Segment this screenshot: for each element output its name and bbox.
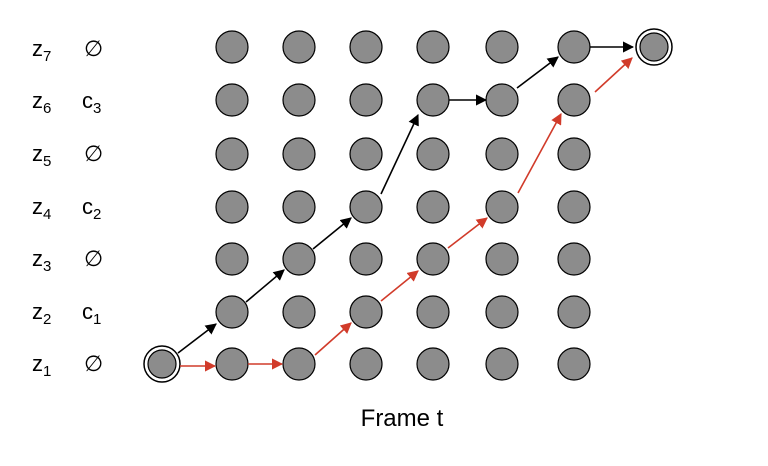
node bbox=[485, 30, 519, 64]
node bbox=[282, 295, 316, 329]
node bbox=[485, 83, 519, 117]
row-label-c-empty-1: ∅ bbox=[84, 351, 103, 376]
node bbox=[485, 347, 519, 381]
node bbox=[215, 83, 249, 117]
node bbox=[557, 137, 591, 171]
node bbox=[349, 83, 383, 117]
node bbox=[282, 83, 316, 117]
node bbox=[485, 295, 519, 329]
row-labels: z7 ∅ z6 c3 z5 ∅ z4 c2 z3 ∅ z2 c1 z1 ∅ bbox=[32, 36, 103, 380]
start-node bbox=[143, 345, 181, 383]
node bbox=[215, 295, 249, 329]
node bbox=[349, 30, 383, 64]
row-label-z2: z2 bbox=[32, 299, 51, 328]
node bbox=[557, 347, 591, 381]
node bbox=[557, 295, 591, 329]
node bbox=[349, 295, 383, 329]
red-arrow bbox=[447, 217, 488, 249]
node bbox=[485, 190, 519, 224]
node bbox=[282, 347, 316, 381]
node bbox=[215, 190, 249, 224]
node bbox=[557, 190, 591, 224]
black-path bbox=[177, 41, 635, 354]
node bbox=[416, 347, 450, 381]
node bbox=[349, 242, 383, 276]
red-arrow bbox=[314, 322, 352, 356]
red-arrow bbox=[594, 57, 633, 93]
row-label-c3: c3 bbox=[82, 88, 101, 117]
node bbox=[349, 347, 383, 381]
node bbox=[416, 83, 450, 117]
node bbox=[282, 137, 316, 171]
black-arrow bbox=[177, 323, 217, 354]
node bbox=[485, 137, 519, 171]
row-label-c-empty-5: ∅ bbox=[84, 141, 103, 166]
node bbox=[215, 30, 249, 64]
axis-label-frame-t: Frame t bbox=[361, 405, 444, 432]
node bbox=[215, 347, 249, 381]
node bbox=[416, 30, 450, 64]
node bbox=[416, 137, 450, 171]
row-label-c-empty-3: ∅ bbox=[84, 246, 103, 271]
row-label-z7: z7 bbox=[32, 36, 51, 65]
row-label-z3: z3 bbox=[32, 246, 51, 275]
red-arrow bbox=[380, 270, 419, 302]
black-arrow bbox=[312, 217, 352, 250]
end-node bbox=[635, 28, 673, 66]
node bbox=[215, 137, 249, 171]
black-arrow bbox=[380, 113, 419, 195]
node bbox=[485, 242, 519, 276]
node bbox=[282, 242, 316, 276]
row-label-z6: z6 bbox=[32, 88, 51, 117]
black-arrow bbox=[516, 56, 559, 89]
red-path bbox=[180, 57, 633, 372]
node bbox=[282, 190, 316, 224]
node bbox=[282, 30, 316, 64]
row-label-c1: c1 bbox=[82, 299, 101, 328]
node bbox=[215, 242, 249, 276]
red-arrow bbox=[517, 113, 562, 194]
node bbox=[349, 137, 383, 171]
row-label-c2: c2 bbox=[82, 194, 101, 223]
black-arrow bbox=[245, 269, 285, 303]
row-label-z5: z5 bbox=[32, 141, 51, 170]
row-label-z4: z4 bbox=[32, 194, 51, 223]
node-grid bbox=[215, 30, 591, 381]
row-label-z1: z1 bbox=[32, 351, 51, 380]
node bbox=[416, 242, 450, 276]
node bbox=[557, 30, 591, 64]
node bbox=[416, 295, 450, 329]
node bbox=[416, 190, 450, 224]
node bbox=[557, 83, 591, 117]
row-label-c-empty-7: ∅ bbox=[84, 36, 103, 61]
node bbox=[349, 190, 383, 224]
node bbox=[557, 242, 591, 276]
